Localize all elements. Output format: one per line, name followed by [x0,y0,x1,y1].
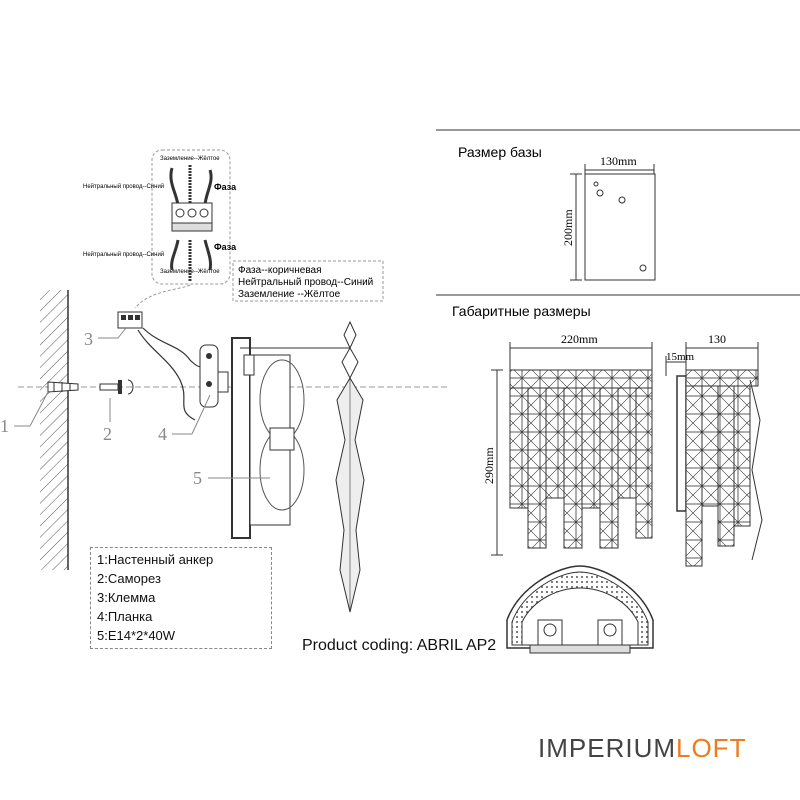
lamp-side-view [231,337,350,539]
callout-2: 2 [103,424,112,444]
callouts: 1 2 3 4 5 [0,327,270,488]
wiring-phase-top-label: Фаза [214,182,237,192]
front-width-label: 220mm [561,332,598,346]
component-legend [90,547,272,649]
brand-part1: IMPERIUM [538,733,676,763]
legend-item-clamp: 3:Клемма [97,590,156,605]
offset-label: 15mm [666,351,695,363]
legend-item-plate: 4:Планка [97,609,153,624]
crystal-pendant [335,320,365,613]
terminal-clamp [117,311,211,421]
base-title: Размер базы [458,144,542,160]
depth-label: 130 [708,332,726,346]
wiring-phase-bottom-label: Фаза [214,242,237,252]
base-width-label: 130mm [600,154,637,168]
height-label: 290mm [482,447,496,484]
legend-item-bulbs: 5:E14*2*40W [97,628,176,643]
product-coding: Product coding: ABRIL AP2 [302,637,497,654]
legend-item-screw: 2:Саморез [97,571,161,586]
dimensions-title: Габаритные размеры [452,303,591,319]
wiring-ground-top-label: Заземление--Жёлтое [160,156,220,162]
callout-1: 1 [0,416,9,436]
screw [99,379,134,395]
callout-3: 3 [84,329,93,349]
wiring-diagram: Заземление--Жёлтое Нейтральный провод--С… [83,149,384,309]
base-height-label: 200mm [561,209,575,246]
wall-section [40,290,69,570]
callout-4: 4 [158,424,167,444]
wiring-neutral-top-label: Нейтральный провод--Синий [83,183,164,190]
wiring-legend-ground: Заземление --Жёлтое [238,289,341,300]
wiring-legend-phase: Фаза--коричневая [238,265,322,276]
top-view [506,565,654,654]
front-view [509,369,653,549]
overall-dimensions-section: Габаритные размеры 220mm 290mm 130 15mm [436,294,800,654]
base-size-section: Размер базы 130mm 200mm [436,129,800,281]
callout-5: 5 [193,468,202,488]
base-plate [584,173,656,281]
wiring-neutral-bottom-label: Нейтральный провод--Синий [83,251,164,258]
mounting-plate [199,344,229,408]
wiring-legend-neutral: Нейтральный провод--Синий [238,277,373,288]
brand-part2: LOFT [676,733,747,763]
brand-logo: IMPERIUMLOFT [538,733,746,764]
legend-item-anchor: 1:Настенный анкер [97,552,214,567]
side-view [676,369,763,567]
